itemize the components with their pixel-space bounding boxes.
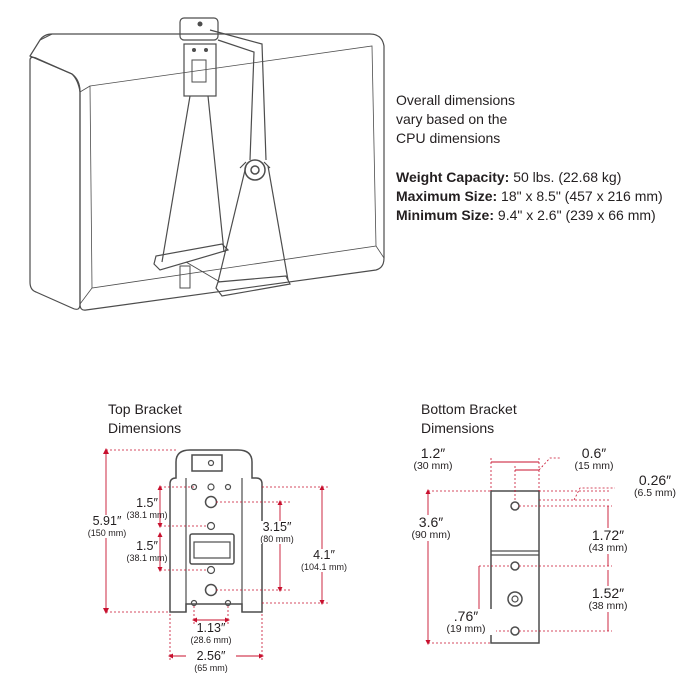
top-bracket-title: Top Bracket Dimensions [108, 401, 182, 436]
top-dim-outer-span: 4.1″ (104.1 mm) [298, 549, 350, 572]
bottom-dim-height: 3.6″ (90 mm) [401, 515, 461, 541]
bottom-dim-upper-span: 1.72″ (43 mm) [578, 528, 638, 554]
bottom-dim-lower-span: 1.52″ (38 mm) [578, 586, 638, 612]
note-line-3: CPU dimensions [396, 130, 501, 146]
overall-dimensions-note: Overall dimensions vary based on the CPU… [396, 91, 515, 148]
bottom-dim-top-offset: 0.26″ (6.5 mm) [634, 472, 676, 499]
top-bracket-drawing [169, 449, 263, 613]
top-dim-upper-spacing: 1.5″ (38.1 mm) [126, 496, 168, 521]
note-line-1: Overall dimensions [396, 92, 516, 108]
bottom-dim-width: 1.2″ (30 mm) [413, 445, 453, 472]
top-dim-lower-spacing: 1.5″ (38.1 mm) [126, 539, 168, 564]
specifications-list: Weight Capacity: 50 lbs. (22.68 kg) Maxi… [396, 168, 663, 225]
top-bracket-dimension-lines [103, 448, 330, 660]
note-line-2: vary based on the [396, 111, 508, 127]
bottom-dim-hole-offset: 0.6″ (15 mm) [574, 445, 614, 472]
bottom-dim-side-offset: .76″ (19 mm) [436, 609, 496, 635]
top-dim-height: 5.91″ (150 mm) [82, 515, 132, 538]
bottom-bracket-title: Bottom Bracket Dimensions [421, 401, 517, 436]
spec-minimum-size: Minimum Size: 9.4" x 2.6" (239 x 66 mm) [396, 207, 656, 223]
cpu-enclosure-illustration [29, 17, 385, 311]
spec-maximum-size: Maximum Size: 18" x 8.5" (457 x 216 mm) [396, 188, 663, 204]
spec-weight-capacity: Weight Capacity: 50 lbs. (22.68 kg) [396, 169, 622, 185]
top-dim-hole-width: 1.13″ (28.6 mm) [190, 621, 232, 646]
bottom-bracket-drawing [490, 490, 540, 644]
top-dim-width: 2.56″ (65 mm) [186, 650, 236, 673]
top-dim-center-span: 3.15″ (80 mm) [252, 521, 302, 544]
